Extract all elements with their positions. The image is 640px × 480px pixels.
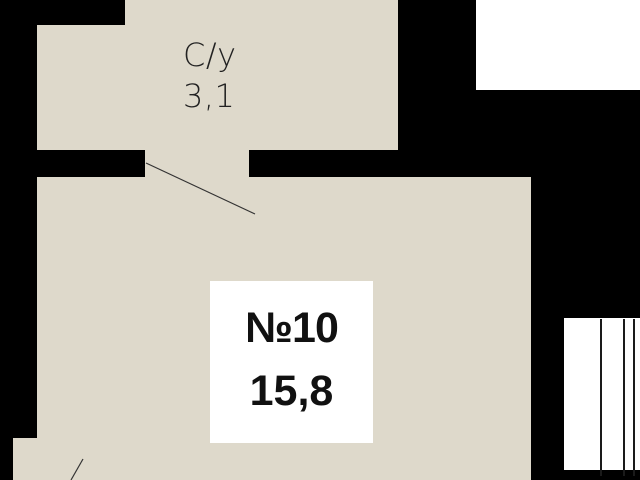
unit-area: 15,8 — [249, 367, 334, 415]
partition-left — [37, 150, 145, 177]
wall-left-lower — [0, 438, 13, 480]
top-left-exterior-gap — [125, 0, 398, 25]
stair-step-line — [633, 319, 635, 476]
wall-right-column — [531, 160, 564, 480]
stair-step-line — [623, 319, 625, 476]
bathroom-name: С/у — [183, 36, 237, 74]
unit-number: №10 — [245, 304, 339, 352]
wall-left-outer — [0, 0, 37, 440]
bathroom-area: 3,1 — [183, 77, 236, 115]
exterior-top-right — [476, 0, 640, 90]
entry-floor — [13, 438, 37, 480]
wall-bottom-right — [555, 470, 640, 480]
bathroom-door-opening — [145, 150, 249, 177]
unit-info-card: №10 15,8 — [210, 281, 373, 443]
partition-right — [249, 150, 449, 177]
bathroom-floor — [37, 25, 398, 150]
stair-step-line — [600, 319, 602, 476]
stair-area — [564, 319, 640, 470]
